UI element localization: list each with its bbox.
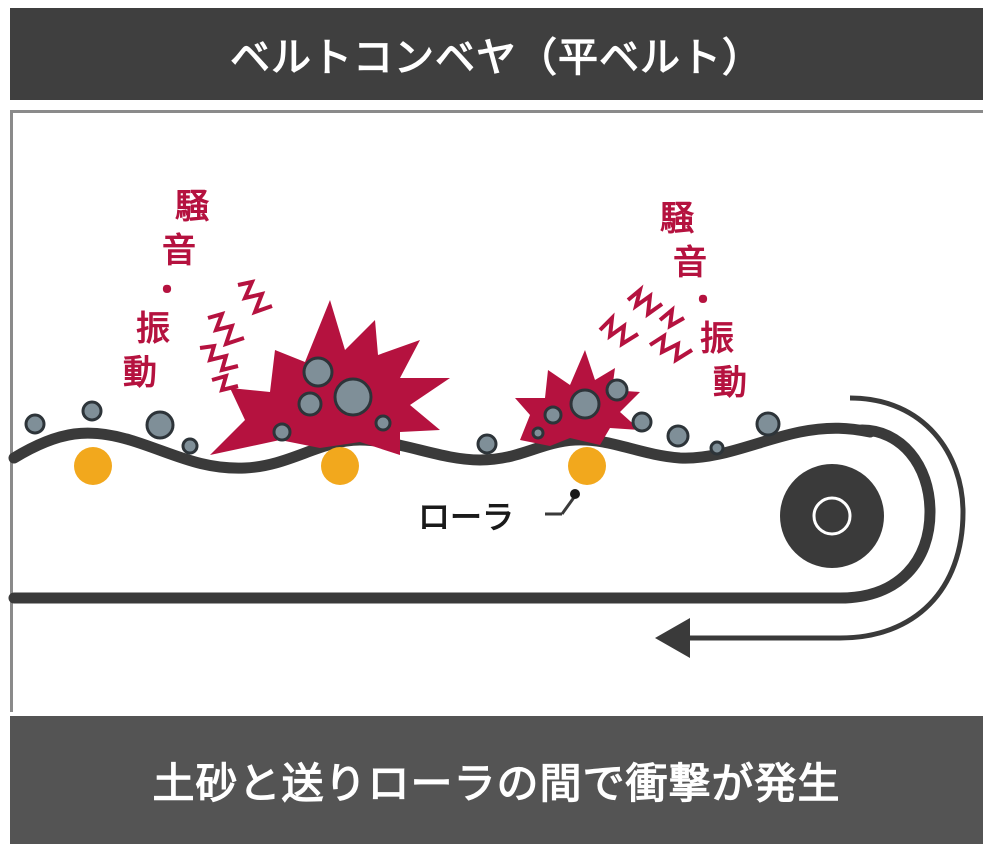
noise-label-char: ・ <box>686 281 720 321</box>
roller <box>74 447 112 485</box>
noise-waves <box>199 279 273 393</box>
upper-belt <box>8 422 876 474</box>
title-bar: ベルトコンベヤ（平ベルト） <box>10 8 983 100</box>
page-title: ベルトコンベヤ（平ベルト） <box>230 35 763 81</box>
noise-label-char: 動 <box>123 353 157 393</box>
noise-label-char: 振 <box>136 309 170 349</box>
noise-label-left: 騒 音 ・ 振 動 <box>123 187 210 393</box>
noise-label-char: 動 <box>713 363 747 403</box>
noise-label-char: 音 <box>162 231 196 271</box>
diagram-frame <box>10 110 983 712</box>
roller-leader-dot <box>570 489 580 499</box>
noise-label-char: 音 <box>673 243 707 283</box>
noise-label-right: 騒 音 ・ 振 動 <box>660 199 747 403</box>
noise-label-char: ・ <box>150 271 184 311</box>
noise-label-char: 騒 <box>660 199 695 239</box>
drive-drum <box>780 464 884 568</box>
direction-arc <box>685 395 966 641</box>
noise-waves <box>598 284 694 364</box>
noise-label-char: 振 <box>700 319 734 359</box>
caption-bar: 土砂と送りローラの間で衝撃が発生 <box>10 716 983 844</box>
roller-label: ローラ <box>418 498 514 536</box>
roller <box>321 447 359 485</box>
return-belt <box>8 424 936 604</box>
arrow-left-icon <box>655 618 690 658</box>
rocks <box>24 356 781 456</box>
noise-label-char: 騒 <box>175 187 210 227</box>
roller <box>568 447 606 485</box>
caption: 土砂と送りローラの間で衝撃が発生 <box>152 758 841 808</box>
drum-hub <box>812 496 852 536</box>
roller-leader <box>560 495 577 515</box>
